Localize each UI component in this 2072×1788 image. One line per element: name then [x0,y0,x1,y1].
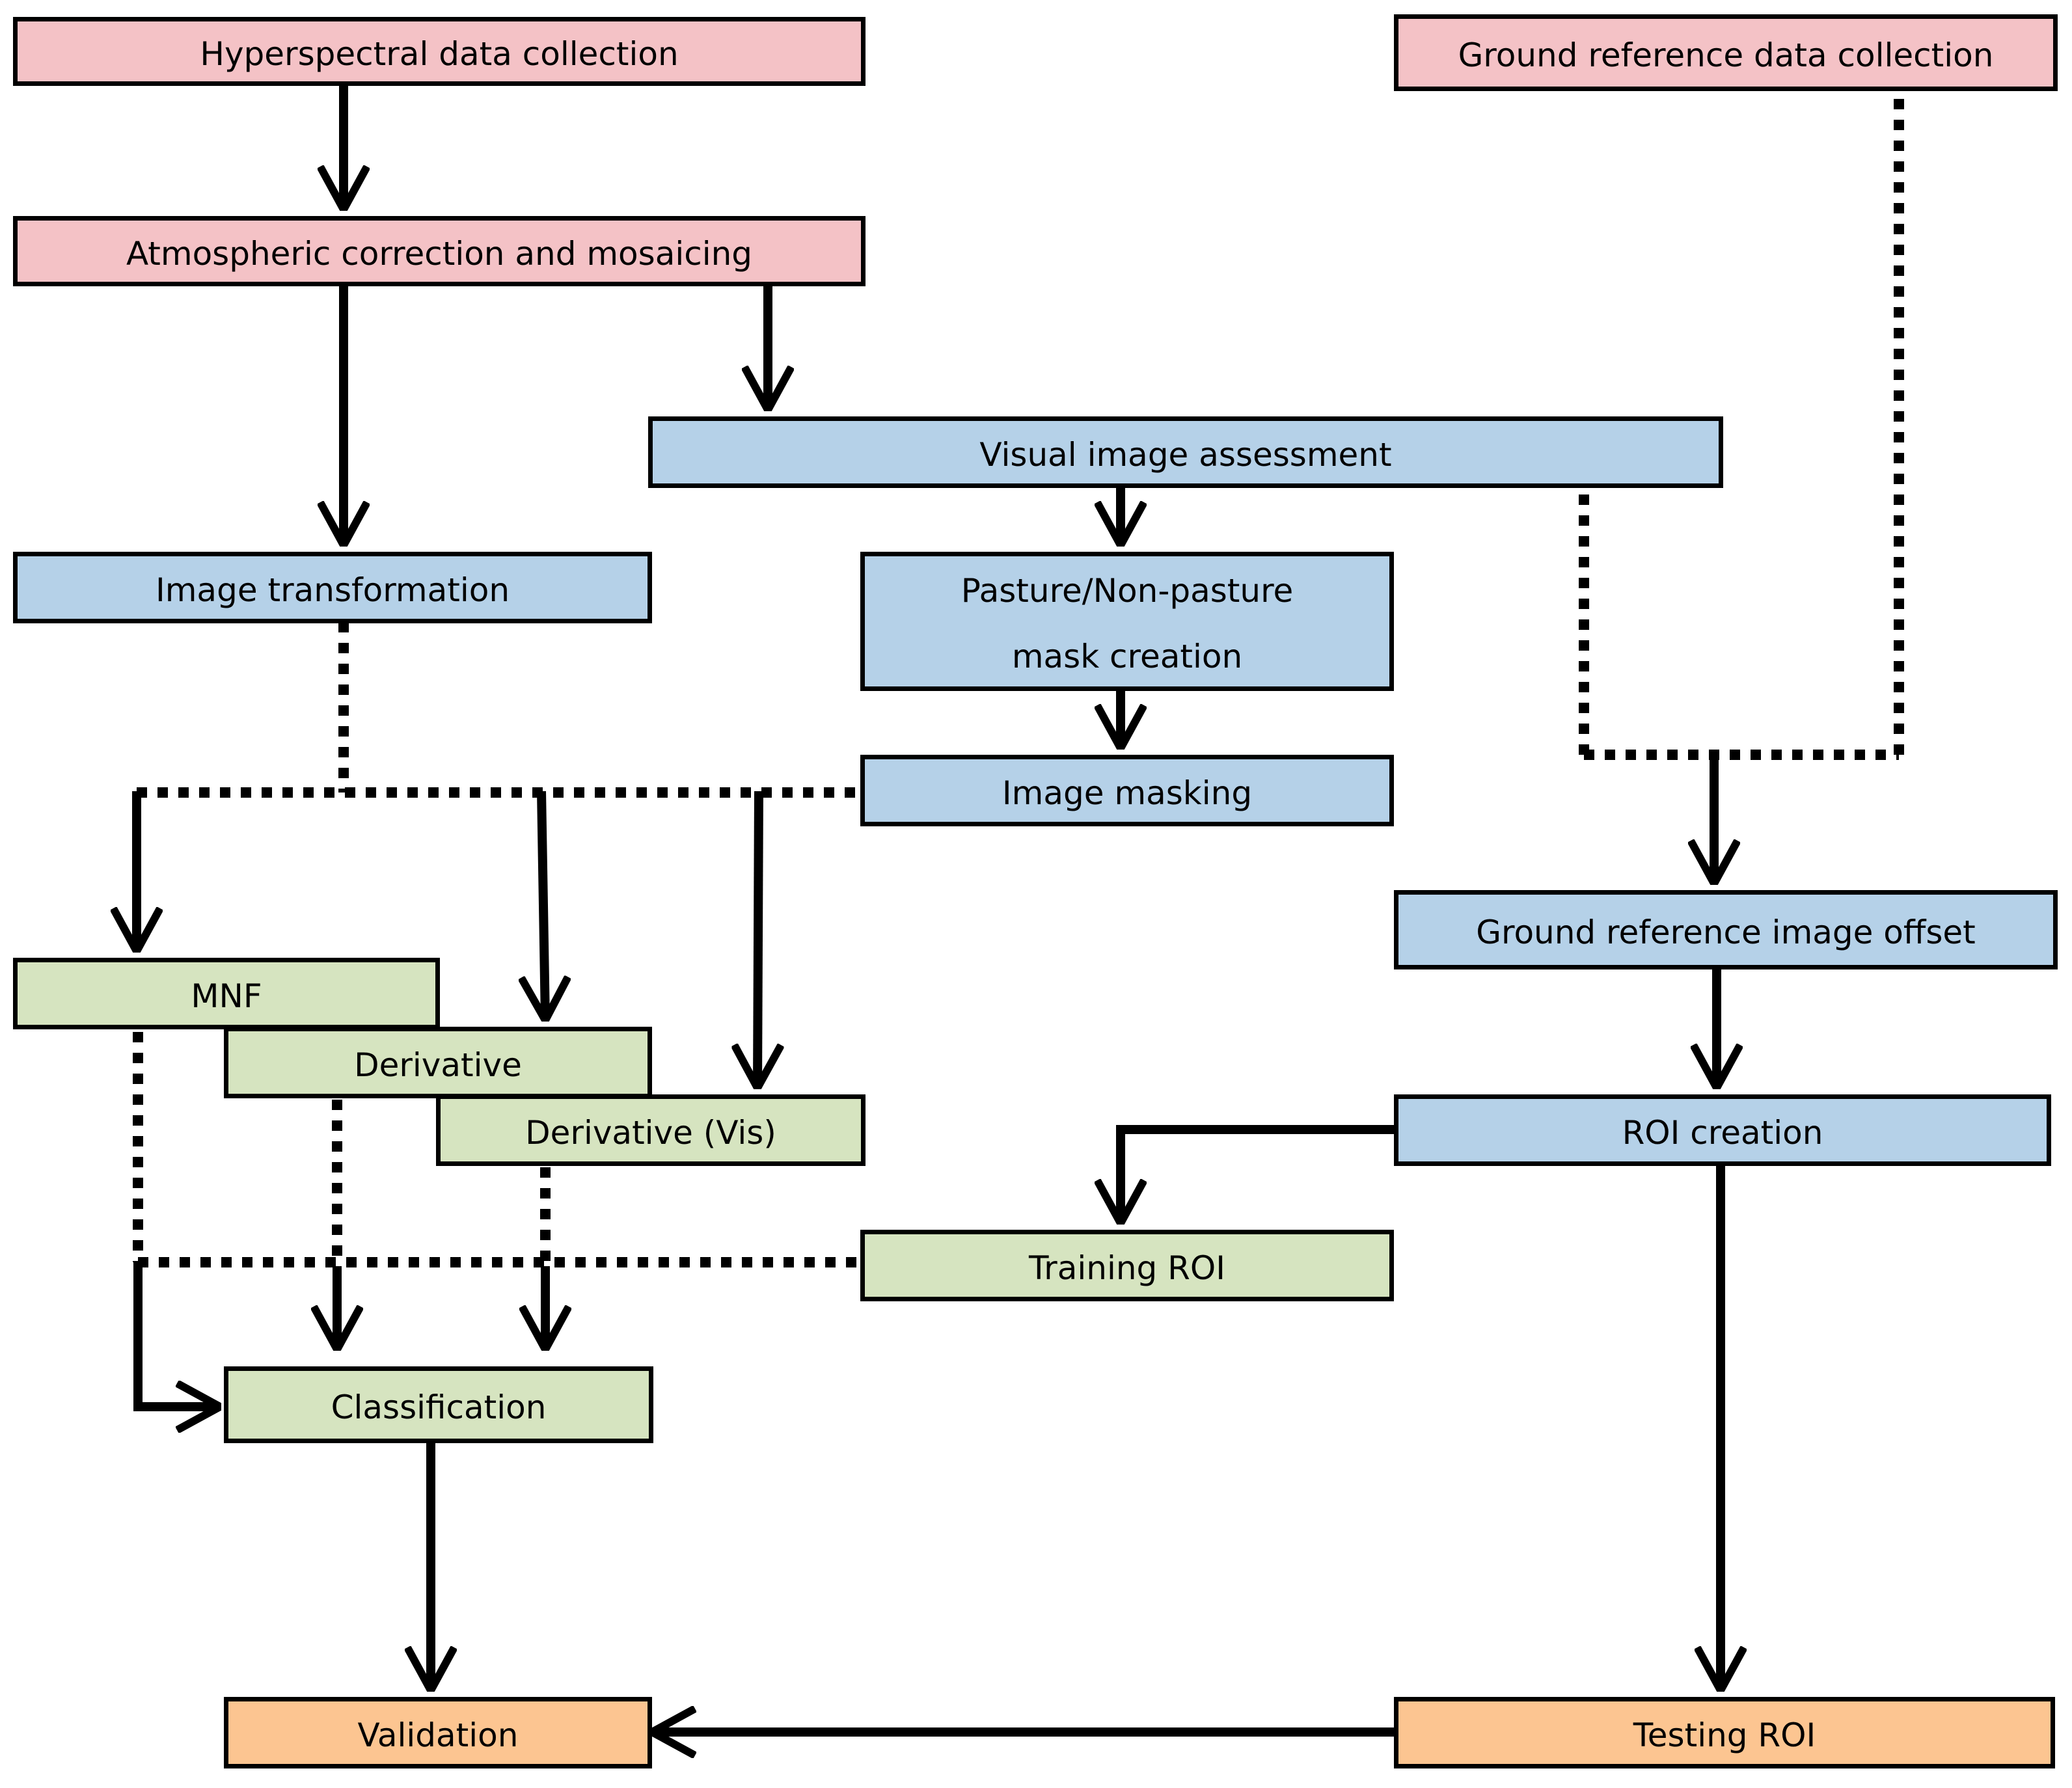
derivative-box: Derivative [224,1027,652,1098]
validation-label: Validation [357,1716,519,1754]
image-masking-box: Image masking [860,755,1394,826]
pasture-mask-creation-label-line2: mask creation [1011,638,1243,675]
atmospheric-correction-box: Atmospheric correction and mosaicing [13,216,866,286]
visual-image-assessment-box: Visual image assessment [648,416,1723,488]
testing-roi-box: Testing ROI [1394,1697,2055,1768]
roi-creation-label: ROI creation [1622,1113,1823,1152]
training-roi-label: Training ROI [1028,1249,1226,1287]
training-roi-box: Training ROI [860,1230,1394,1301]
ground-reference-image-offset-label: Ground reference image offset [1476,913,1976,951]
visual-image-assessment-label: Visual image assessment [979,435,1392,474]
validation-box: Validation [224,1697,652,1768]
pasture-mask-creation-label-line1: Pasture/Non-pasture [961,572,1294,610]
image-transformation-label: Image transformation [155,571,510,609]
testing-roi-label: Testing ROI [1633,1716,1816,1754]
derivative-vis-box: Derivative (Vis) [436,1094,866,1166]
classification-box: Classification [224,1366,653,1443]
ground-reference-data-collection-label: Ground reference data collection [1458,36,1994,74]
image-transformation-box: Image transformation [13,552,652,623]
arrow-roi-creation-to-training-roi [1121,1125,1394,1223]
ground-reference-data-collection-box: Ground reference data collection [1394,14,2058,91]
image-masking-label: Image masking [1002,774,1253,812]
derivative-vis-label: Derivative (Vis) [525,1113,776,1152]
mnf-box: MNF [13,958,440,1029]
hyperspectral-data-collection-label: Hyperspectral data collection [200,34,679,73]
pasture-mask-creation-box: Pasture/Non-pasture mask creation [860,552,1394,691]
arrow-to-derivative-vis [757,791,759,1088]
hyperspectral-data-collection-box: Hyperspectral data collection [13,17,866,86]
ground-reference-image-offset-box: Ground reference image offset [1394,890,2058,969]
derivative-label: Derivative [354,1046,522,1084]
roi-creation-box: ROI creation [1394,1094,2051,1166]
arrow-to-derivative [541,791,545,1020]
arrow-mnf-to-classification [133,1262,220,1407]
classification-label: Classification [331,1388,547,1426]
atmospheric-correction-label: Atmospheric correction and mosaicing [126,234,753,273]
mnf-label: MNF [191,977,262,1015]
